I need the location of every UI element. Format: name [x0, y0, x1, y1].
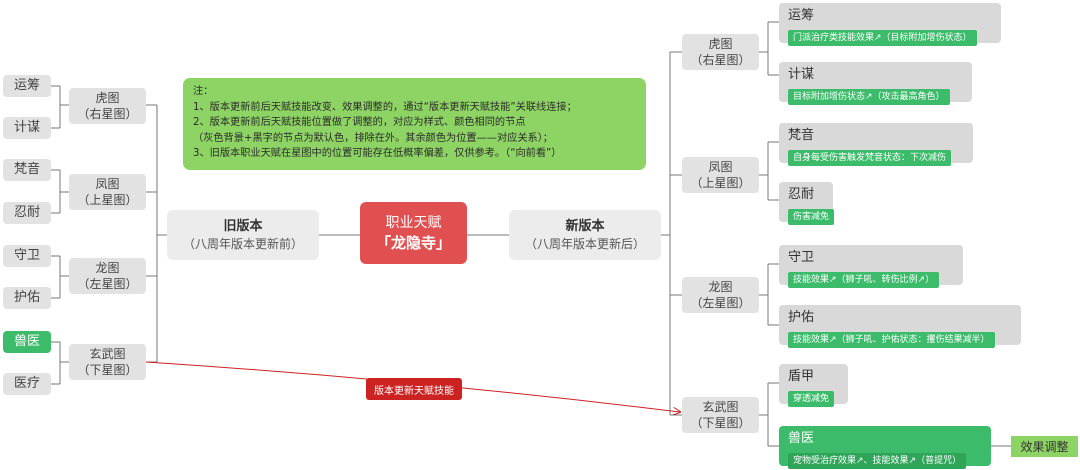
- note-line: 3、旧版本职业天赋在星图中的位置可能存在低概率偏差，仅供参考。（“向前看”）: [193, 148, 562, 160]
- group-name: 虎图: [708, 37, 733, 51]
- group-position: （上星图）: [77, 193, 138, 207]
- skill-name: 兽医: [788, 431, 815, 446]
- skill-name: 护佑: [788, 310, 815, 325]
- root-subtitle: 「龙隐寺」: [375, 233, 451, 252]
- old-group-tortoise[interactable]: 玄武图 （下星图）: [69, 344, 146, 380]
- group-position: （右星图）: [690, 53, 751, 67]
- group-name: 凤图: [95, 177, 120, 191]
- new-version-title: 新版本: [565, 218, 605, 234]
- new-skill-jimou[interactable]: 计谋 目标附加增伤状态↗（攻击最高角色）: [779, 62, 972, 105]
- group-name: 龙图: [708, 280, 733, 294]
- new-skill-shouwei[interactable]: 守卫 技能效果↗（狮子吼、转伤比例↗）: [779, 245, 963, 288]
- root-title: 职业天赋: [385, 214, 442, 231]
- old-version-subtitle: （八周年版本更新前）: [182, 236, 303, 251]
- note-line: 1、版本更新前后天赋技能改变、效果调整的，通过“版本更新天赋技能”关联线连接；: [193, 101, 577, 113]
- skill-name: 运筹: [788, 8, 815, 23]
- group-name: 龙图: [95, 261, 120, 275]
- new-version-node[interactable]: 新版本 （八周年版本更新后）: [509, 210, 661, 260]
- old-leaf-jimou[interactable]: 计谋: [3, 117, 51, 139]
- relation-label[interactable]: 版本更新天赋技能: [366, 378, 462, 400]
- group-name: 玄武图: [702, 400, 739, 414]
- group-name: 凤图: [708, 160, 733, 174]
- skill-effect-tag: 门派治疗类技能效果↗（目标附加增伤状态）: [788, 30, 977, 46]
- old-group-phoenix[interactable]: 凤图 （上星图）: [69, 174, 146, 210]
- skill-effect-tag: 自身每受伤害触发梵音状态：下次减伤: [788, 150, 952, 166]
- new-skill-fanyin[interactable]: 梵音 自身每受伤害触发梵音状态：下次减伤: [779, 123, 973, 166]
- root-node[interactable]: 职业天赋 「龙隐寺」: [360, 202, 467, 264]
- new-version-subtitle: （八周年版本更新后）: [524, 236, 645, 251]
- note-box: 注： 1、版本更新前后天赋技能改变、效果调整的，通过“版本更新天赋技能”关联线连…: [183, 78, 646, 170]
- new-group-phoenix[interactable]: 凤图 （上星图）: [682, 157, 759, 193]
- skill-effect-tag: 技能效果↗（狮子吼、护佑状态：攫伤结果减半）: [788, 332, 995, 348]
- old-leaf-fanyin[interactable]: 梵音: [3, 159, 51, 181]
- old-version-node[interactable]: 旧版本 （八周年版本更新前）: [167, 210, 319, 260]
- skill-effect-tag: 穿透减免: [788, 391, 835, 407]
- new-skill-dunjia[interactable]: 盾甲 穿透减免: [779, 364, 848, 407]
- skill-effect-tag: 宠物受治疗效果↗、技能效果↗（普提咒）: [788, 453, 967, 469]
- new-skill-shouyi[interactable]: 兽医 宠物受治疗效果↗、技能效果↗（普提咒）: [779, 426, 991, 469]
- old-leaf-yunchou[interactable]: 运筹: [3, 75, 51, 97]
- old-group-tiger[interactable]: 虎图 （右星图）: [69, 88, 146, 124]
- skill-name: 守卫: [788, 250, 815, 265]
- group-position: （左星图）: [690, 296, 751, 310]
- new-skill-rennai[interactable]: 忍耐 伤害减免: [779, 182, 835, 225]
- skill-effect-tag: 技能效果↗（狮子吼、转伤比例↗）: [788, 272, 940, 288]
- skill-name: 忍耐: [788, 187, 815, 202]
- group-name: 玄武图: [89, 347, 126, 361]
- skill-name: 盾甲: [788, 369, 815, 384]
- old-leaf-yiliao[interactable]: 医疗: [3, 373, 51, 395]
- group-position: （上星图）: [690, 176, 751, 190]
- group-position: （下星图）: [77, 363, 138, 377]
- note-line: （灰色背景+黑字的节点为默认色，排除在外。其余颜色为位置——对应关系）；: [193, 132, 553, 144]
- old-leaf-shouyi[interactable]: 兽医: [3, 331, 51, 353]
- skill-name: 计谋: [788, 67, 815, 82]
- new-group-tiger[interactable]: 虎图 （右星图）: [682, 34, 759, 70]
- new-group-dragon[interactable]: 龙图 （左星图）: [682, 277, 759, 313]
- old-version-title: 旧版本: [223, 218, 263, 234]
- group-position: （左星图）: [77, 277, 138, 291]
- group-name: 虎图: [95, 91, 120, 105]
- old-leaf-shouwei[interactable]: 守卫: [3, 245, 51, 267]
- note-title: 注：: [193, 86, 214, 97]
- effect-adjust-label[interactable]: 效果调整: [1011, 436, 1078, 457]
- skill-effect-tag: 目标附加增伤状态↗（攻击最高角色）: [788, 89, 950, 105]
- note-line: 2、版本更新前后天赋技能位置做了调整的，对应为样式、颜色相同的节点: [193, 117, 526, 129]
- new-skill-yunchou[interactable]: 运筹 门派治疗类技能效果↗（目标附加增伤状态）: [779, 3, 1001, 46]
- old-leaf-huyou[interactable]: 护佑: [3, 287, 51, 309]
- skill-name: 梵音: [788, 128, 815, 143]
- skill-effect-tag: 伤害减免: [788, 209, 835, 225]
- new-skill-huyou[interactable]: 护佑 技能效果↗（狮子吼、护佑状态：攫伤结果减半）: [779, 305, 1021, 348]
- old-leaf-rennai[interactable]: 忍耐: [3, 202, 51, 224]
- new-group-tortoise[interactable]: 玄武图 （下星图）: [682, 397, 759, 433]
- group-position: （右星图）: [77, 107, 138, 121]
- old-group-dragon[interactable]: 龙图 （左星图）: [69, 258, 146, 294]
- group-position: （下星图）: [690, 416, 751, 430]
